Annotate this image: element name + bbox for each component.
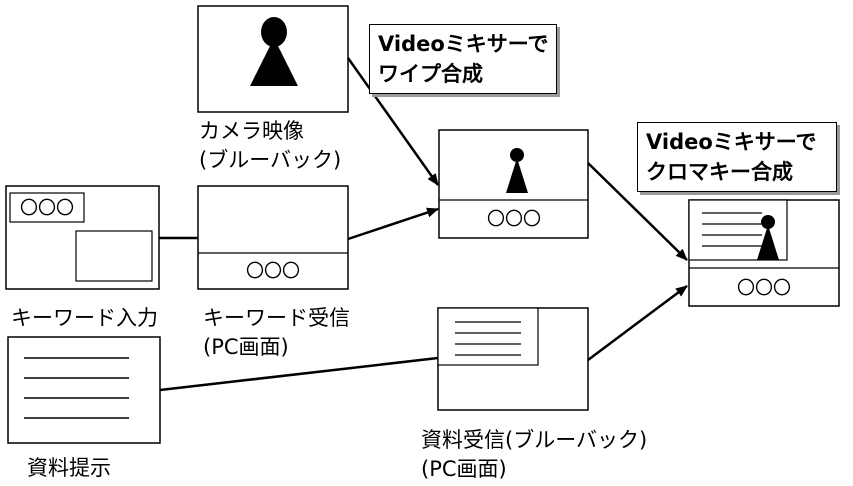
person-icon [250,17,298,86]
caption-line: 資料受信(ブルーバック) [421,428,648,452]
caption-line: キーワード受信 [203,306,350,330]
keyword-input-text: 〇〇〇 [20,198,74,219]
keyword-receive-text: 〇〇〇 [246,261,300,282]
caption-line: (ブルーバック) [199,148,342,172]
callout-line: ワイプ合成 [378,62,483,86]
arrow-camera-to-wipe [346,57,440,186]
camera-feed-caption: カメラ映像 (ブルーバック) [199,117,341,175]
document-receive-caption: 資料受信(ブルーバック) (PC画面) [421,426,647,484]
caption-line: カメラ映像 [199,119,304,143]
camera-feed-frame [197,5,349,113]
document-present-sheet [7,336,161,444]
caption-line: キーワード入力 [11,306,158,330]
callout-line: クロマキー合成 [646,160,793,184]
keyword-input-screen: 〇〇〇 [5,185,160,290]
caption-line: (PC画面) [421,457,507,481]
wipe-composite-screen: 〇〇〇 [438,129,589,239]
wipe-composite-callout: Videoミキサーで ワイプ合成 [369,24,557,94]
chroma-composite-callout: Videoミキサーで クロマキー合成 [637,122,837,192]
document-present-caption: 資料提示 [27,454,111,483]
caption-line: 資料提示 [27,456,111,480]
arrow-document-to-chroma [587,284,688,362]
wipe-composite-text: 〇〇〇 [487,209,541,230]
arrow-wipe-to-chroma [587,162,688,261]
connector-document-present-to-receive [159,356,439,392]
callout-line: Videoミキサーで [378,32,549,56]
document-receive-screen [437,307,589,411]
callout-line: Videoミキサーで [646,130,817,154]
chroma-composite-screen: 〇〇〇 [688,199,840,307]
person-icon [506,148,528,193]
arrow-keyword-to-wipe [347,207,439,241]
caption-line: (PC画面) [203,335,289,359]
chroma-composite-text: 〇〇〇 [737,278,791,299]
keyword-receive-caption: キーワード受信 (PC画面) [203,304,350,362]
person-icon [757,215,779,260]
keyword-input-caption: キーワード入力 [11,304,158,333]
keyword-receive-screen: 〇〇〇 [197,185,349,290]
